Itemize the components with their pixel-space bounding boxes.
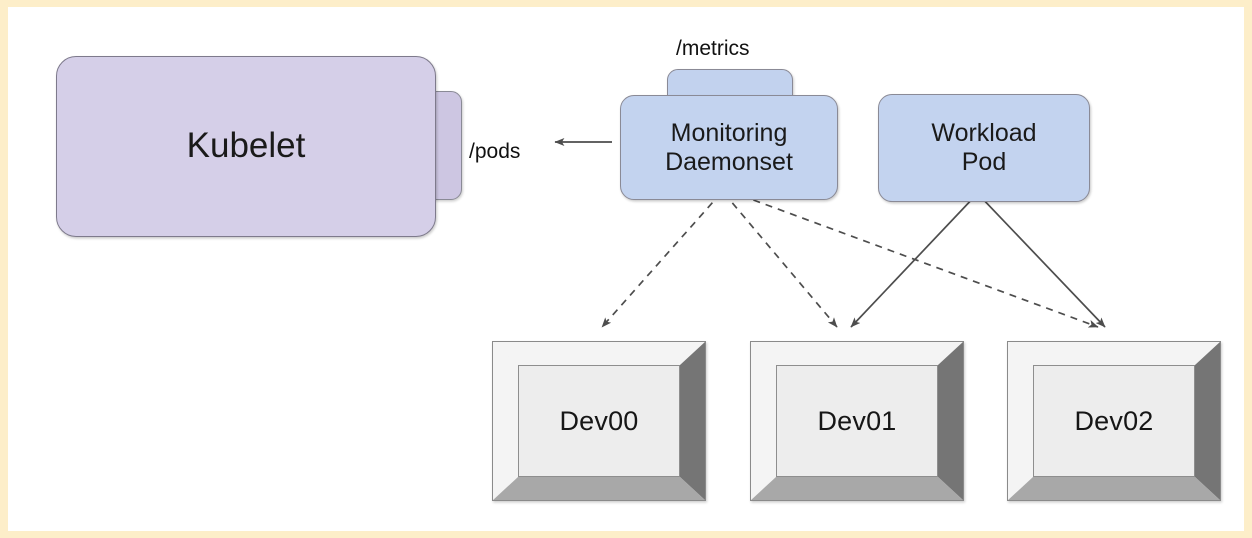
edge-monitoring-to-dev01: [723, 192, 838, 328]
node-monitoring-daemonset[interactable]: Monitoring Daemonset: [620, 95, 838, 200]
edge-workload-to-dev01: [850, 194, 977, 328]
edge-label-pods: /pods: [469, 140, 521, 163]
device-inner-edge: [518, 365, 680, 477]
edge-monitoring-to-dev00: [601, 192, 722, 328]
edge-workload-to-dev02: [978, 194, 1106, 328]
node-kubelet[interactable]: Kubelet: [56, 56, 436, 237]
device-inner-edge: [1033, 365, 1195, 477]
device-label: Dev02: [1074, 405, 1154, 436]
diagram-canvas: Kubelet /pods /metrics Monitoring Daemon…: [8, 7, 1244, 531]
device-label: Dev00: [559, 405, 639, 436]
edge-monitoring-to-dev02: [728, 190, 1099, 328]
node-device-dev02[interactable]: Dev02: [1007, 341, 1221, 501]
device-label: Dev01: [817, 405, 897, 436]
node-workload-pod[interactable]: Workload Pod: [878, 94, 1090, 202]
device-inner-edge: [776, 365, 938, 477]
node-device-dev00[interactable]: Dev00: [492, 341, 706, 501]
edge-label-metrics: /metrics: [676, 37, 750, 60]
node-device-dev01[interactable]: Dev01: [750, 341, 964, 501]
